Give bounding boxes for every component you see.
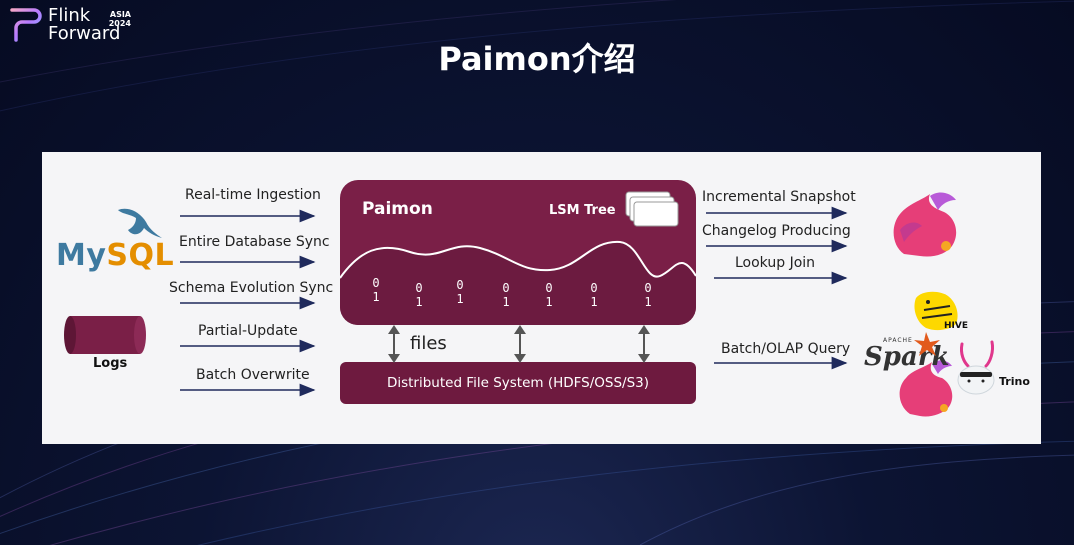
logs-label: Logs	[93, 356, 128, 371]
dfs-box: Distributed File System (HDFS/OSS/S3)	[340, 362, 696, 404]
input-label: Entire Database Sync	[179, 234, 330, 250]
mysql-logo-my: My	[56, 238, 107, 273]
output-label: Changelog Producing	[702, 223, 851, 239]
input-label: Schema Evolution Sync	[169, 280, 334, 296]
brand-badge-line1: ASIA	[109, 10, 131, 19]
brand-badge: ASIA 2024	[107, 10, 131, 28]
files-label: files	[410, 333, 447, 354]
brand-line1: Flink	[48, 5, 91, 26]
lsm-tree-label: LSM Tree	[549, 203, 616, 218]
brand-name: Flink Forward	[48, 7, 120, 43]
brand-line2: Forward	[48, 23, 121, 44]
input-label: Partial-Update	[198, 323, 298, 339]
spark-label: Spark	[864, 342, 950, 372]
mysql-logo-sql: SQL	[106, 238, 175, 273]
page-title: Paimon介绍	[438, 40, 636, 78]
input-label: Batch Overwrite	[196, 367, 310, 383]
input-label: Real-time Ingestion	[185, 187, 321, 203]
paimon-title: Paimon	[362, 199, 433, 219]
trino-label: Trino	[999, 375, 1030, 388]
spark-apache-label: APACHE	[883, 337, 913, 344]
output-label: Incremental Snapshot	[702, 189, 856, 205]
output-label: Lookup Join	[735, 255, 816, 271]
hive-label: HIVE	[944, 321, 968, 331]
flink-forward-logo-icon	[10, 8, 42, 42]
paimon-wave	[340, 240, 696, 325]
output-label: Batch/OLAP Query	[721, 341, 851, 357]
brand-badge-line2: 2024	[108, 19, 131, 28]
mysql-logo: MySQL	[56, 238, 174, 273]
